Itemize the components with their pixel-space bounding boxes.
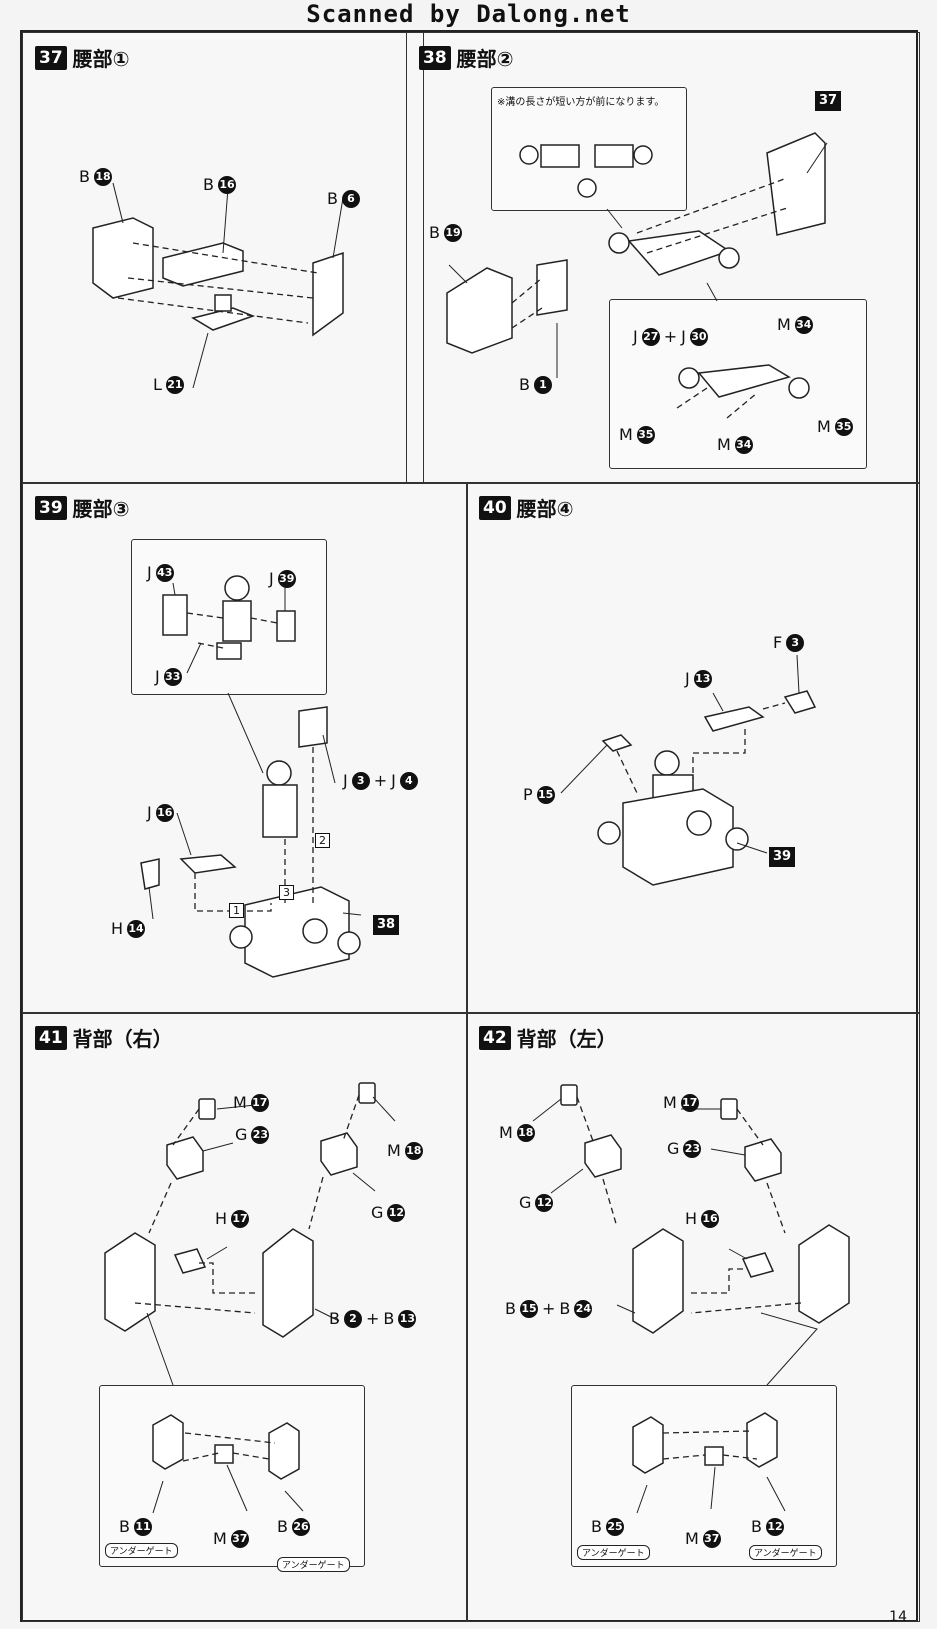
page-number: 14 <box>889 1609 907 1625</box>
ref-step: 38 <box>373 915 400 935</box>
step-title: 腰部③ <box>72 497 130 521</box>
step-title: 背部（左） <box>516 1027 617 1051</box>
undergate-tag: アンダーゲート <box>105 1543 178 1558</box>
step-number: 38 <box>419 45 451 70</box>
sequence-2: 2 <box>315 833 330 848</box>
step-title: 背部（右） <box>72 1027 173 1051</box>
undergate-tag: アンダーゲート <box>749 1545 822 1560</box>
step-title: 腰部① <box>72 47 130 71</box>
step-number: 39 <box>35 495 67 520</box>
step-title: 腰部② <box>456 47 514 71</box>
sequence-3: 3 <box>279 885 294 900</box>
part-diagram <box>140 575 362 978</box>
part-diagram <box>532 1084 850 1514</box>
step-number: 42 <box>479 1025 511 1050</box>
ref-step: 39 <box>769 847 796 867</box>
scan-banner: Scanned by Dalong.net <box>306 0 631 28</box>
sequence-1: 1 <box>229 903 244 918</box>
part-diagram <box>104 1082 396 1514</box>
assembly-note: ※溝の長さが短い方が前になります。 <box>497 97 665 108</box>
part-diagram <box>446 132 828 419</box>
step-number: 40 <box>479 495 511 520</box>
step-number: 37 <box>35 45 67 70</box>
step-title: 腰部④ <box>516 497 574 521</box>
step-number: 41 <box>35 1025 67 1050</box>
part-diagram <box>92 182 344 389</box>
undergate-tag: アンダーゲート <box>577 1545 650 1560</box>
part-diagram <box>560 654 817 886</box>
ref-step: 37 <box>815 91 842 111</box>
undergate-tag: アンダーゲート <box>277 1557 350 1572</box>
